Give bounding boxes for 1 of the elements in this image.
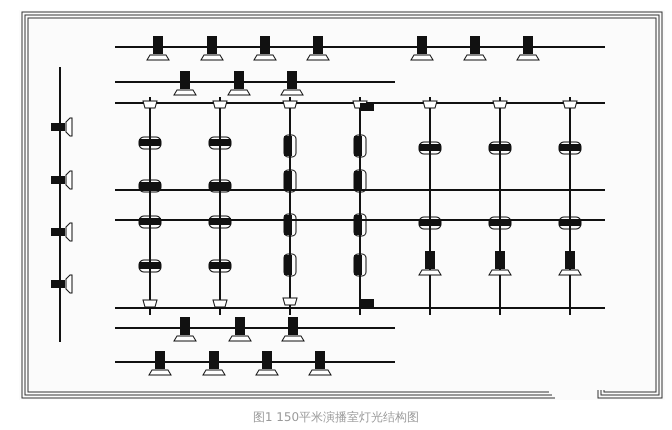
figure-caption: 图1 150平米演播室灯光结构图 bbox=[252, 409, 420, 426]
